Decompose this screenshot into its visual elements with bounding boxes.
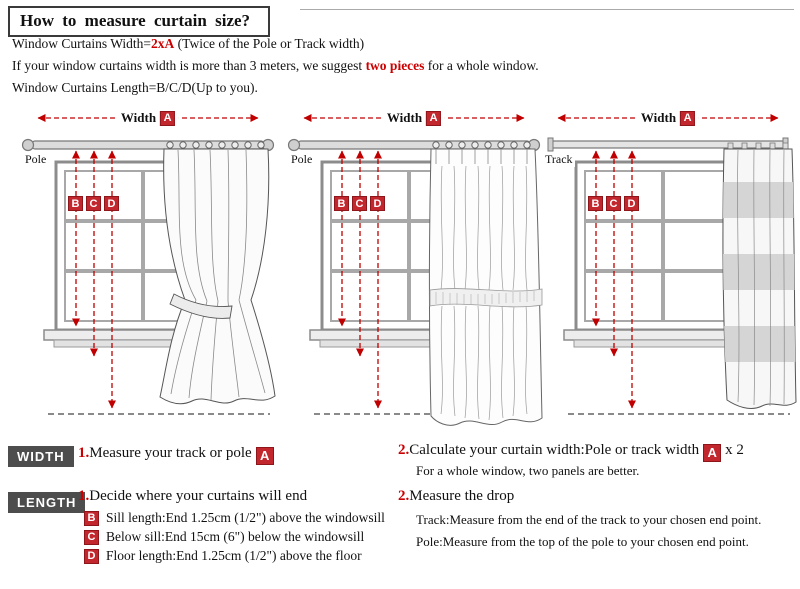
measure-arrows [557, 114, 779, 409]
width-step-2-note: For a whole window, two panels are bette… [416, 463, 640, 478]
length-item-below-sill: C Below sill:End 15cm (6") below the win… [84, 529, 364, 545]
length-item-sill-text: Sill length:End 1.25cm (1/2") above the … [106, 510, 385, 525]
width-step-2: 2.Calculate your curtain width:Pole or t… [398, 442, 744, 462]
measure-b-badge: B [68, 196, 83, 211]
measure-b-badge: B [84, 510, 99, 526]
length-step-2: 2.Measure the drop [398, 488, 514, 505]
width-step-2-text: Calculate your curtain width:Pole or tra… [409, 442, 700, 458]
intro-line-width: Window Curtains Width=2xA (Twice of the … [12, 36, 364, 52]
length-step-2-text: Measure the drop [409, 488, 515, 504]
width-label-text: Width [120, 110, 157, 125]
length-item-below-sill-text: Below sill:End 15cm (6") below the windo… [106, 529, 365, 544]
length-step-2-number: 2. [398, 488, 410, 504]
intro-line2-prefix: If your window curtains width is more th… [12, 58, 366, 73]
measure-a-badge: A [255, 446, 274, 465]
measure-d-badge: D [624, 196, 639, 211]
width-step-1-text: Measure your track or pole [89, 445, 252, 461]
width-step-1-number: 1. [78, 445, 90, 461]
measure-c-badge: C [86, 196, 101, 211]
measure-c-badge: C [352, 196, 367, 211]
intro-line2-highlight: two pieces [365, 58, 425, 73]
length-track-note: Track:Measure from the end of the track … [416, 512, 762, 527]
window-curtain-illustration-1 [21, 114, 276, 415]
length-pole-note: Pole:Measure from the top of the pole to… [416, 534, 749, 549]
width-section-label: WIDTH [8, 446, 74, 467]
measure-c-badge: C [606, 196, 621, 211]
measure-a-badge: A [160, 110, 176, 126]
intro-line1-suffix: (Twice of the Pole or Track width) [174, 36, 365, 51]
measure-arrows [303, 114, 525, 409]
measure-a-badge: A [426, 110, 442, 126]
page-title-box: How to measure curtain size? [8, 6, 271, 37]
pole-label: Pole [289, 152, 315, 167]
intro-line-length: Window Curtains Length=B/C/D(Up to you). [12, 80, 258, 95]
diagram-track-striped-curtain: Width A Track B C D [538, 104, 798, 436]
measure-b-badge: B [588, 196, 603, 211]
header-rule [300, 9, 794, 10]
measure-b-badge: B [334, 196, 349, 211]
measure-d-badge: D [104, 196, 119, 211]
measure-d-badge: D [84, 548, 99, 564]
intro-line1-highlight: 2xA [151, 36, 175, 51]
measure-d-badge: D [370, 196, 385, 211]
striped-curtain [722, 148, 797, 409]
measure-a-badge: A [703, 443, 722, 462]
width-arrow-label: Width A [636, 110, 700, 126]
measure-c-badge: C [84, 529, 99, 545]
width-label-text: Width [640, 110, 677, 125]
curtain-pole [287, 138, 541, 152]
measure-a-badge: A [680, 110, 696, 126]
width-arrow-label: Width A [382, 110, 446, 126]
length-item-sill: B Sill length:End 1.25cm (1/2") above th… [84, 510, 385, 526]
length-step-1-text: Decide where your curtains will end [89, 488, 308, 504]
track-label: Track [543, 152, 575, 167]
window-curtain-illustration-2 [287, 114, 543, 426]
width-arrow-label: Width A [116, 110, 180, 126]
width-step-2-suffix: x 2 [725, 442, 744, 458]
length-item-floor-text: Floor length:End 1.25cm (1/2") above the… [106, 548, 362, 563]
tied-back-curtain [159, 148, 276, 405]
intro-line2-suffix: for a whole window. [424, 58, 539, 73]
width-label-text: Width [386, 110, 423, 125]
length-item-floor: D Floor length:End 1.25cm (1/2") above t… [84, 548, 362, 564]
sheer-curtain [429, 148, 543, 426]
window-curtain-illustration-3 [547, 114, 797, 415]
intro-line-pieces: If your window curtains width is more th… [12, 58, 539, 74]
intro-line1-prefix: Window Curtains Width= [12, 36, 152, 51]
length-section-label: LENGTH [8, 492, 86, 513]
curtain-pole [21, 138, 275, 152]
diagram-pole-sheer-curtain: Width A Pole B C D [284, 104, 544, 436]
pole-label: Pole [23, 152, 49, 167]
length-step-1: 1.Decide where your curtains will end [78, 488, 307, 505]
width-step-2-number: 2. [398, 442, 410, 458]
diagram-pole-grommet-curtain: Width A Pole B C D [18, 104, 278, 436]
length-step-1-number: 1. [78, 488, 90, 504]
measure-arrows [37, 114, 259, 409]
page-title: How to measure curtain size? [20, 11, 251, 30]
